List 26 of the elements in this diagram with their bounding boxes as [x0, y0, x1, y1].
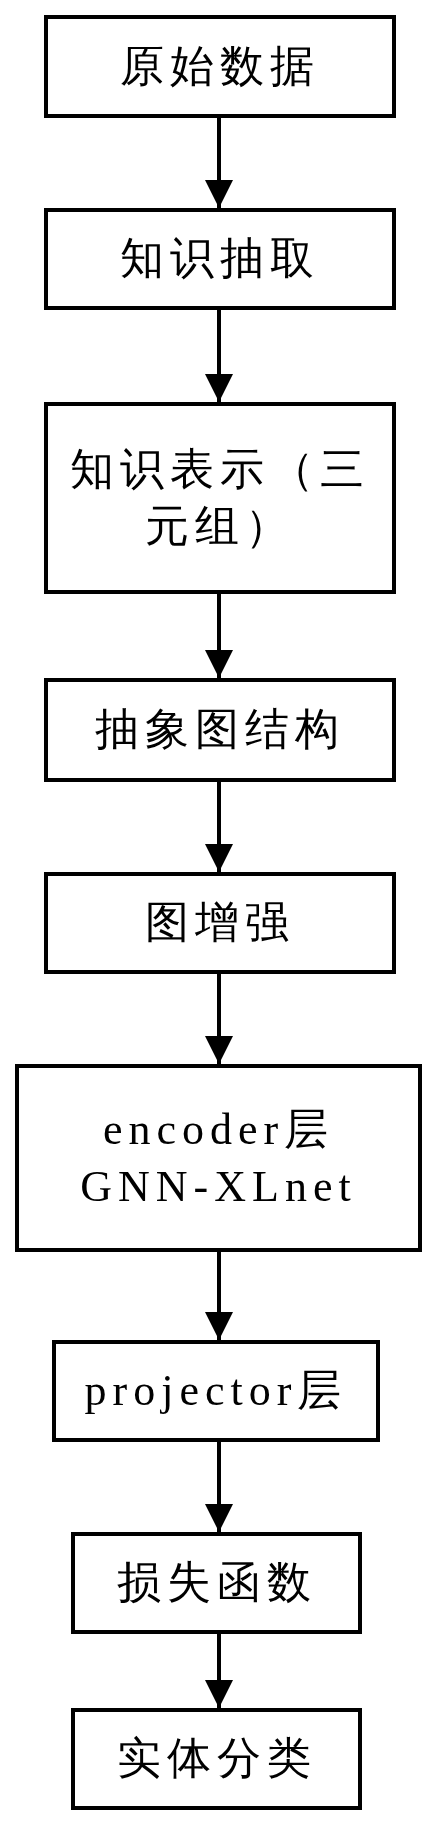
box-label: projector层	[84, 1365, 348, 1418]
arrow	[205, 974, 233, 1064]
arrow	[205, 782, 233, 872]
box-label: 损失函数	[116, 1557, 317, 1610]
arrow	[205, 310, 233, 402]
process-box	[44, 208, 396, 310]
process-box	[15, 1064, 422, 1252]
arrow	[205, 1252, 233, 1340]
process-box	[44, 872, 396, 974]
process-box	[44, 678, 396, 782]
arrow	[205, 1442, 233, 1532]
process-box	[71, 1708, 362, 1810]
box-label: 知识表示（三元组）	[69, 443, 371, 553]
process-box	[52, 1340, 380, 1442]
arrow	[205, 118, 233, 208]
box-label: 知识抽取	[120, 233, 320, 286]
process-box	[71, 1532, 362, 1634]
box-label: 实体分类	[116, 1733, 317, 1786]
box-label: 抽象图结构	[95, 704, 345, 757]
arrow	[205, 594, 233, 678]
box-label: 原始数据	[120, 40, 320, 93]
box-label: encoder层 GNN-XLnet	[79, 1103, 358, 1213]
process-box	[44, 402, 396, 594]
box-label: 图增强	[145, 897, 295, 950]
arrow	[205, 1634, 233, 1708]
process-box	[44, 15, 396, 118]
